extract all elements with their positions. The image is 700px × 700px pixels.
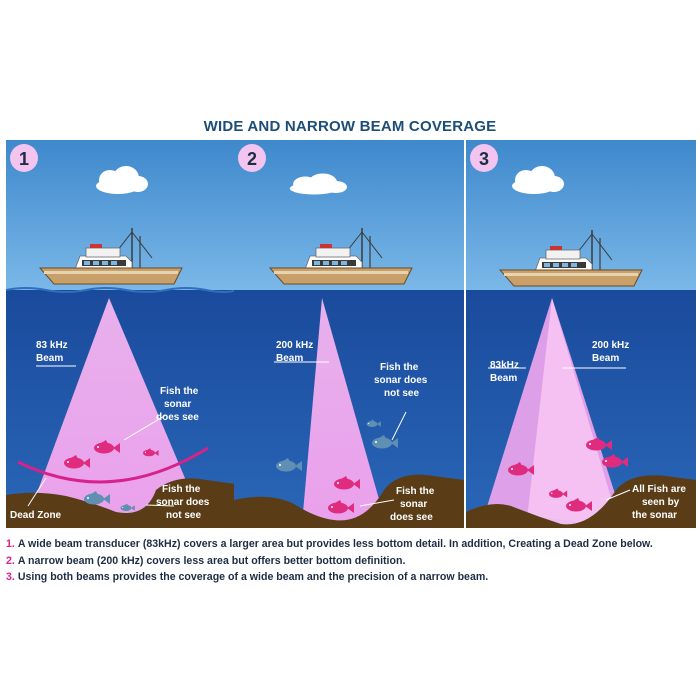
panel-3-scene: 83kHz Beam 200 kHz Beam All Fish are see…: [466, 140, 696, 528]
caption-number: 3.: [6, 571, 15, 584]
caption-number: 2.: [6, 554, 15, 567]
narrow-beam: [302, 298, 386, 524]
dead-zone-label: Dead Zone: [10, 510, 62, 521]
seabed: [466, 475, 696, 528]
beam-label: 83 kHz Beam: [36, 340, 70, 364]
callout-fish-seen: Fish the sonar does see: [156, 386, 201, 423]
panel-3: 83kHz Beam 200 kHz Beam All Fish are see…: [466, 140, 696, 528]
callout-fish-seen: Fish the sonar does see: [390, 486, 437, 523]
panel-2: 200 kHz Beam Fish the sonar does not see…: [234, 140, 464, 528]
caption-item: 3.Using both beams provides the coverage…: [6, 569, 696, 586]
panel-number: 3: [479, 149, 489, 169]
panel-1: 83 kHz Beam Fish the sonar does see Fish…: [6, 140, 236, 528]
caption-text: Using both beams provides the coverage o…: [17, 571, 489, 584]
callout-fish-unseen: Fish the sonar does not see: [156, 484, 212, 521]
beam-label-narrow: 200 kHz Beam: [592, 340, 632, 364]
caption-item: 2.A narrow beam (200 kHz) covers less ar…: [6, 553, 696, 570]
narrow-beam: [526, 298, 620, 528]
seabed: [6, 478, 236, 528]
caption-text: A narrow beam (200 kHz) covers less area…: [17, 554, 406, 567]
panel-number: 2: [247, 149, 257, 169]
dead-zone-arc: [17, 446, 209, 484]
panel-number-badge: [470, 144, 498, 172]
panel-2-scene: 200 kHz Beam Fish the sonar does not see…: [234, 140, 464, 528]
beam-label-wide: 83kHz Beam: [490, 360, 522, 384]
caption-list: 1.A wide beam transducer (83kHz) covers …: [6, 536, 696, 586]
caption-text: A wide beam transducer (83kHz) covers a …: [17, 538, 653, 550]
panel-number-badge: [238, 144, 266, 172]
panel-number: 1: [19, 149, 29, 169]
caption-item: 1.A wide beam transducer (83kHz) covers …: [6, 536, 696, 553]
panel-1-scene: 83 kHz Beam Fish the sonar does see Fish…: [6, 140, 236, 528]
beam-label: 200 kHz Beam: [276, 340, 316, 364]
callout-all-fish: All Fish are seen by the sonar: [632, 484, 689, 521]
caption-number: 1.: [6, 538, 15, 550]
diagram-title: WIDE AND NARROW BEAM COVERAGE: [203, 118, 497, 135]
panel-number-badge: [10, 144, 38, 172]
seabed: [234, 474, 464, 528]
callout-fish-unseen: Fish the sonar does not see: [374, 362, 430, 399]
